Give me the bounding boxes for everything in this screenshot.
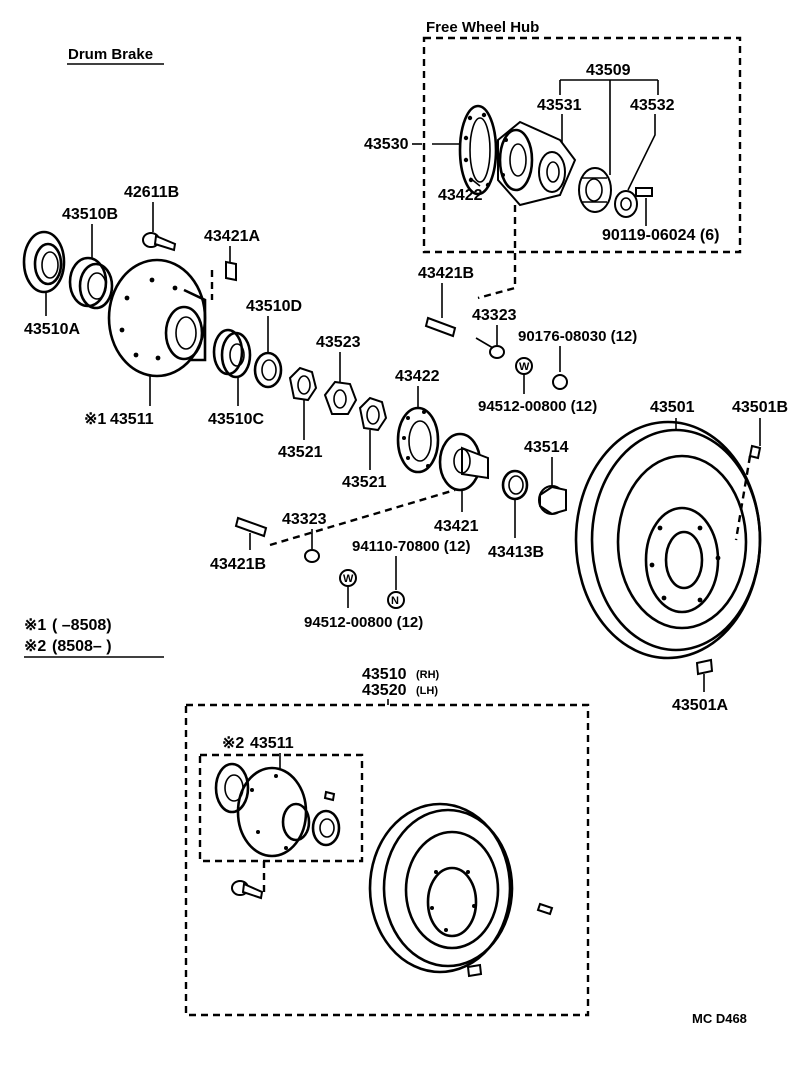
- label-94512-bottom: 94512-00800 (12): [304, 614, 423, 631]
- label-43501: 43501: [650, 399, 695, 416]
- leader-43422-top: [469, 177, 481, 187]
- brake-drum-43501: [574, 420, 762, 660]
- assembly-bolt: [231, 880, 264, 900]
- label-43531: 43531: [537, 97, 582, 114]
- label-43532: 43532: [630, 97, 675, 114]
- leader-43509: [559, 79, 659, 175]
- bearing-43510C: [212, 328, 252, 379]
- label-43523: 43523: [316, 334, 361, 351]
- bolt-42611B: [142, 232, 177, 252]
- marker-w-top: W: [519, 361, 530, 373]
- assembly-hub: [214, 762, 341, 858]
- label-43421A: 43421A: [204, 228, 260, 245]
- label-43521-b: 43521: [342, 474, 387, 491]
- label-lh: (LH): [416, 685, 438, 697]
- leader-43323-top-b: [475, 337, 494, 349]
- washer-w-top: W: [515, 357, 533, 375]
- leader-43532: [627, 114, 656, 191]
- marker-1-hub: ※1: [84, 411, 106, 428]
- drum-brake-title: Drum Brake: [68, 46, 153, 63]
- stud-dash-line: [269, 488, 456, 547]
- label-43501A: 43501A: [672, 697, 728, 714]
- label-rh: (RH): [416, 669, 440, 681]
- screw-43501B: [748, 444, 762, 460]
- nut-43521-a: [288, 366, 318, 402]
- label-43510A: 43510A: [24, 321, 80, 338]
- label-43520-lh: 43520: [362, 682, 407, 699]
- label-43323-top: 43323: [472, 307, 517, 324]
- label-43422-mid: 43422: [395, 368, 440, 385]
- screw-43501B-dash: [734, 455, 752, 541]
- label-43510D: 43510D: [246, 298, 302, 315]
- marker-2-hub: ※2: [222, 735, 244, 752]
- bolt-90119: [635, 187, 653, 197]
- label-42611B: 42611B: [124, 184, 179, 201]
- washer-90176: [552, 374, 568, 390]
- free-wheel-hub-box: [422, 36, 742, 254]
- stud-43421B-mid: [234, 516, 268, 538]
- marker-n: N: [391, 595, 399, 607]
- lockwasher-43523: [323, 380, 358, 415]
- stud-43421B-top: [424, 316, 457, 338]
- cap-43514: [538, 485, 567, 516]
- free-wheel-hub-title: Free Wheel Hub: [426, 19, 539, 36]
- bearing-43510B: [68, 256, 114, 310]
- gasket-43422-top: [458, 104, 498, 196]
- label-43510C: 43510C: [208, 411, 264, 428]
- cover-43532: [614, 190, 638, 218]
- assembly-screw: [536, 902, 554, 916]
- hub-43511: [107, 258, 207, 378]
- label-43421: 43421: [434, 518, 479, 535]
- hub-inner-box: [198, 753, 364, 863]
- legend-text-2: (8508– ): [52, 638, 112, 655]
- stud-43421A: [225, 260, 237, 282]
- nut-n: N: [387, 591, 405, 609]
- label-43510B: 43510B: [62, 206, 118, 223]
- nut-43521-b: [358, 396, 388, 432]
- free-wheel-hub-body: [497, 120, 577, 207]
- label-43521-a: 43521: [278, 444, 323, 461]
- label-90119: 90119-06024 (6): [602, 227, 719, 244]
- nut-43323-mid: [304, 549, 320, 563]
- label-43501B: 43501B: [732, 399, 788, 416]
- label-43510-rh: 43510: [362, 666, 407, 683]
- assembly-drum: [368, 802, 514, 974]
- label-43421B-mid: 43421B: [210, 556, 266, 573]
- label-43323-mid: 43323: [282, 511, 327, 528]
- hub-connector: [477, 205, 517, 300]
- label-94512-top: 94512-00800 (12): [478, 398, 597, 415]
- label-43514: 43514: [524, 439, 569, 456]
- label-43422-top: 43422: [438, 187, 483, 204]
- assembly-box: [184, 703, 590, 1017]
- legend-text-1: ( –8508): [52, 617, 112, 634]
- legend-mark-2: ※2: [24, 638, 46, 655]
- gasket-43422-mid: [396, 406, 440, 474]
- nut-43323-top: [489, 345, 505, 359]
- washer-w-bottom: W: [339, 569, 357, 587]
- seal-43510A: [22, 230, 66, 294]
- legend-mark-1: ※1: [24, 617, 46, 634]
- label-94110: 94110-70800 (12): [352, 538, 470, 555]
- label-43413B: 43413B: [488, 544, 544, 561]
- plug-43501A: [695, 658, 714, 676]
- label-43421B-top: 43421B: [418, 265, 474, 282]
- clutch-43509: [578, 167, 612, 213]
- flange-43421: [438, 432, 489, 492]
- label-43511-2: 43511: [250, 735, 294, 752]
- race-43510D: [253, 351, 283, 389]
- label-90176: 90176-08030 (12): [518, 328, 637, 345]
- diagram-code: MC D468: [692, 1011, 747, 1026]
- label-43530: 43530: [364, 136, 409, 153]
- label-43509: 43509: [586, 62, 631, 79]
- label-43511: 43511: [110, 411, 154, 428]
- snapring-43413B: [501, 469, 529, 501]
- assembly-plug: [466, 963, 483, 978]
- marker-w-bottom: W: [343, 573, 354, 585]
